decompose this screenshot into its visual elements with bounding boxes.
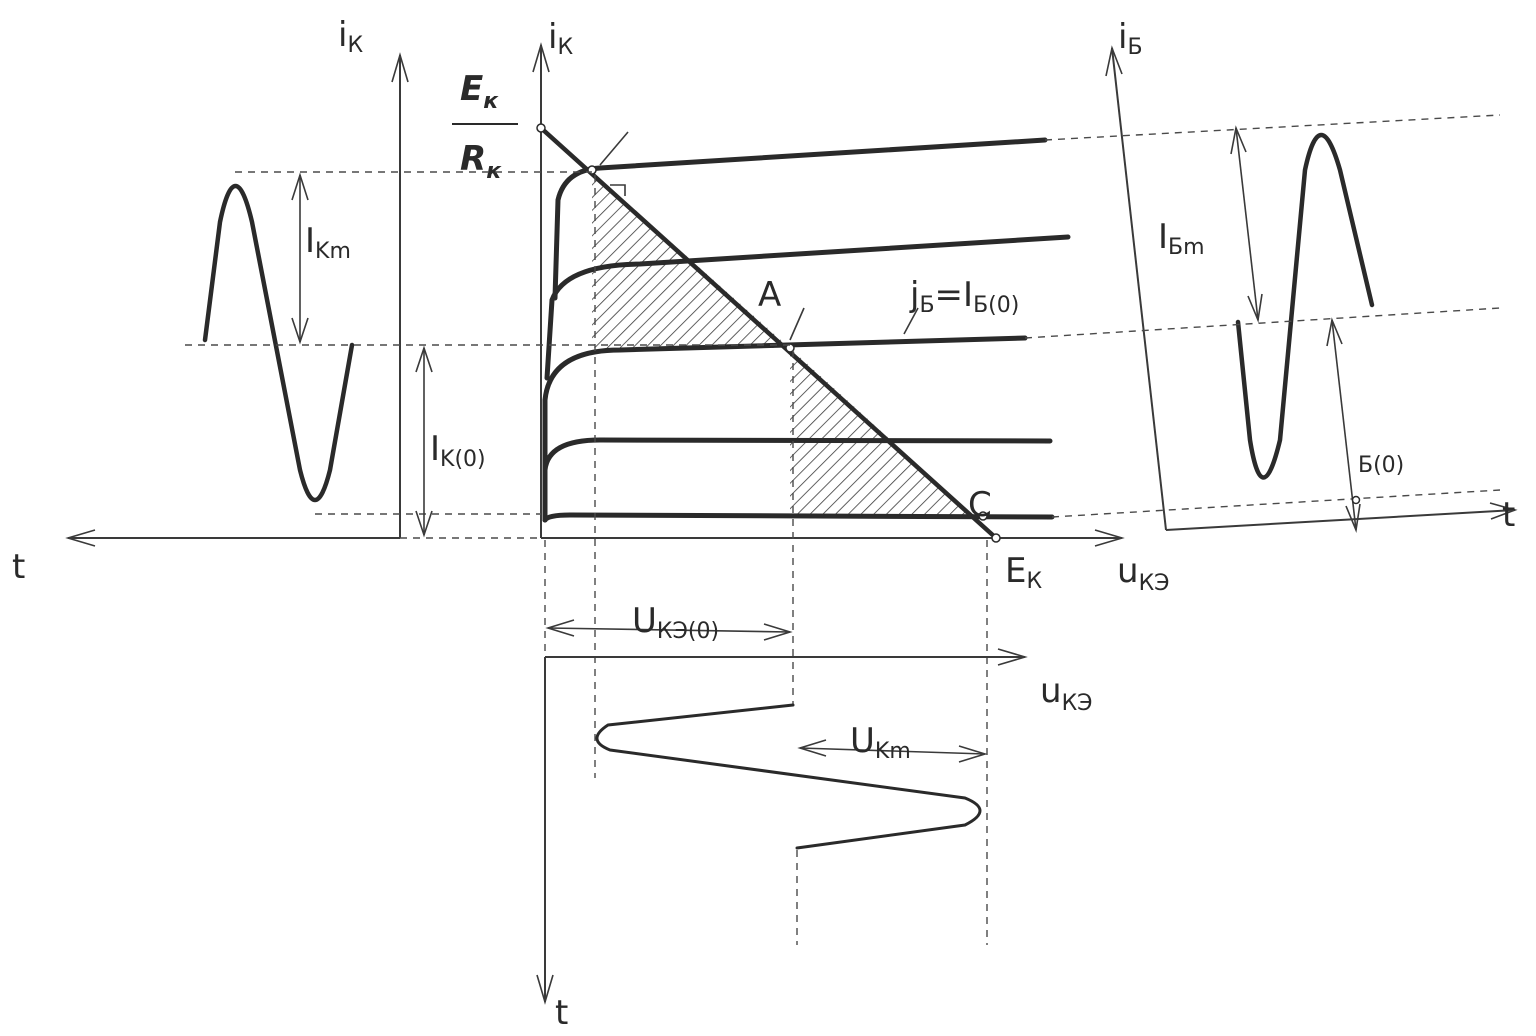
- t-axis-right: [1165, 509, 1516, 531]
- uke-axis-arrow: [1094, 529, 1125, 547]
- ibm-arrow-top: [1230, 125, 1247, 155]
- uke-axis-bottom-label: uКЭ: [1040, 671, 1093, 716]
- ek-label: Eк: [460, 69, 499, 114]
- ik-left-label: iК: [338, 15, 363, 58]
- ik-center-label: iК: [548, 17, 573, 60]
- ib0-label: Б(0): [1358, 453, 1404, 478]
- ibm-label: IБm: [1158, 217, 1205, 260]
- ib0-arrow-top: [1326, 317, 1343, 347]
- ek-axis-label: EК: [1005, 551, 1042, 594]
- point-a-marker: [785, 343, 795, 353]
- ib0-base-point: [1351, 495, 1361, 505]
- ik0-arrow-bottom: [415, 510, 433, 538]
- ukm-label: UKm: [850, 721, 911, 764]
- proj-ib0: [1024, 307, 1501, 339]
- ek-rk-point: [536, 123, 546, 133]
- ib0-arrow-bottom: [1345, 503, 1361, 533]
- ukm-arrow-line: [799, 747, 986, 755]
- ukm-arrow-right: [958, 745, 988, 763]
- point-c-label: C: [968, 485, 992, 525]
- top-dash-mark: [610, 184, 626, 196]
- ik-axis-center-arrow: [532, 42, 550, 73]
- point-a-leader: [789, 307, 805, 341]
- ib0-arrow-line: [1331, 319, 1357, 531]
- uke-axis-label: uКЭ: [1117, 551, 1170, 596]
- collector-voltage-wave: [595, 703, 982, 850]
- load-line: [538, 125, 999, 541]
- ibm-arrow-line: [1235, 127, 1259, 321]
- ib-axis-right: [1111, 47, 1167, 531]
- point-a-label: A: [758, 275, 781, 315]
- uke0-arrow-left: [545, 619, 575, 637]
- ek-point: [991, 533, 1001, 543]
- output-characteristics-panel: Eк Rк iК EК uКЭ A C jБ=IБ(0): [452, 17, 1170, 596]
- ikm-label: IKm: [305, 221, 351, 264]
- collector-current-time-panel: iК IKm IK(0) t: [12, 15, 790, 587]
- base-current-wave: [1235, 133, 1375, 480]
- ik0-arrow-top: [415, 345, 433, 373]
- ib-right-label: iБ: [1118, 17, 1143, 60]
- characteristic-curve-3: [542, 335, 1028, 523]
- uke0-arrow-right: [763, 623, 793, 641]
- proj-ib-max: [1044, 114, 1501, 141]
- point-c-marker: [978, 511, 988, 521]
- uke0-arrow-line: [547, 627, 791, 633]
- collector-voltage-time-panel: UКЭ(0) uКЭ t UKm: [536, 175, 1093, 1033]
- t-left-label: t: [12, 547, 25, 587]
- t-axis-left-arrow: [65, 529, 96, 547]
- ikm-arrow-bottom: [291, 317, 309, 345]
- proj-ib-min: [1051, 489, 1501, 518]
- top-point: [587, 165, 597, 175]
- base-current-time-panel: iБ IБm Б(0) t: [1024, 17, 1518, 535]
- collector-current-wave: [202, 184, 355, 503]
- characteristic-curve-5: [552, 137, 1048, 301]
- ib-label-leader: [903, 307, 919, 335]
- top-point-leader: [599, 131, 629, 166]
- ib-equals-label: jБ=IБ(0): [909, 275, 1019, 318]
- ibm-arrow-bottom: [1247, 293, 1263, 323]
- ik-axis-left-arrow: [391, 52, 409, 83]
- uke-axis-bottom-arrow: [997, 648, 1028, 666]
- t-axis-bottom-arrow: [536, 974, 554, 1005]
- ukm-arrow-left: [797, 739, 827, 757]
- t-right-label: t: [1502, 495, 1515, 535]
- t-bottom-label: t: [555, 993, 568, 1033]
- t-axis-right-arrow: [1489, 502, 1518, 520]
- ib-axis-right-arrow: [1105, 45, 1123, 77]
- uke0-label: UКЭ(0): [632, 601, 719, 644]
- ikm-arrow-top: [291, 172, 309, 201]
- rk-label: Rк: [460, 139, 502, 184]
- ik0-label: IK(0): [430, 429, 486, 472]
